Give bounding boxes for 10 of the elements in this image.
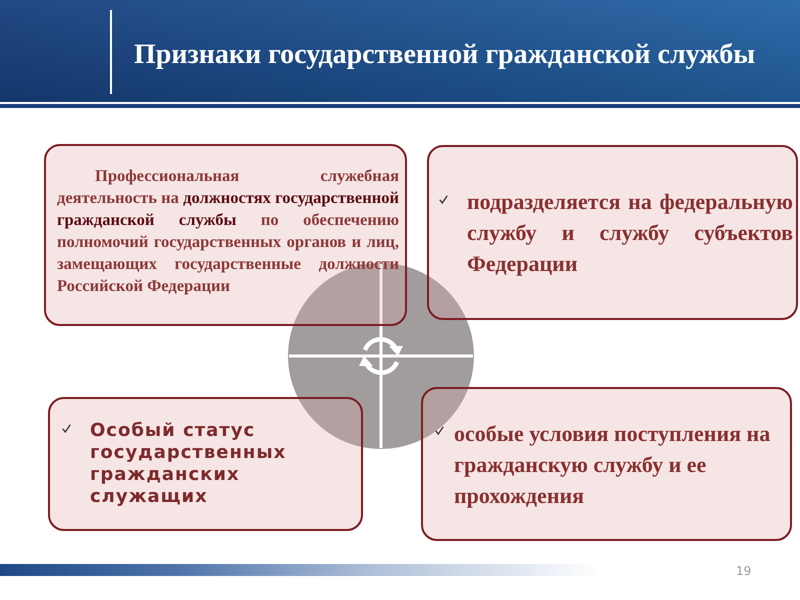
bullet-text: Особый статус государственных гражданских служащих (90, 420, 288, 508)
rounded-card (421, 387, 792, 541)
definition-text: Профессиональная служебная деятельность на должностях государственной гражданской службы по обеспечению полномочий государственных органов и лиц, замещающих государственные должности Российской Федерации (57, 165, 399, 297)
page-number: 19 (736, 564, 752, 578)
bullet-text: подразделяется на федеральную службу и службу субъектов Федерации (467, 188, 793, 278)
slide-title: Признаки государственной гражданской службы (134, 39, 756, 71)
bullet-text: особые условия поступления на гражданскую службу и ее прохождения (454, 420, 772, 510)
rounded-card (44, 144, 407, 326)
rounded-card (48, 397, 363, 531)
rounded-card (427, 145, 798, 320)
